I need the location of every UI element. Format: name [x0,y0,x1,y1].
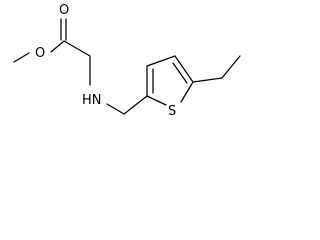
bond-methyl-to-ester-oxygen [13,52,30,63]
ester-oxygen-label: O [35,46,45,61]
bond-ring-c4-c5 [174,55,194,83]
sulfur-label: S [168,104,176,119]
amine-label: HN [82,93,102,108]
bond-ring-to-ethyl [192,77,223,83]
bond-ethyl [221,55,241,79]
bond-carbonyl-to-ch2 [63,40,91,57]
bond-ch2-to-thiophene [123,95,148,115]
bond-ring-c4-c5-inner [172,62,188,84]
bond-ring-c3-c4 [146,55,176,67]
bond-ring-s-c2 [146,95,167,106]
bond-amine-to-ch2 [106,103,125,115]
bond-ring-c5-s [180,81,194,103]
bond-ester-oxygen-to-carbonyl [50,40,65,53]
carbonyl-oxygen-label: O [59,3,69,18]
molecule-structure: O O HN S [13,3,241,119]
